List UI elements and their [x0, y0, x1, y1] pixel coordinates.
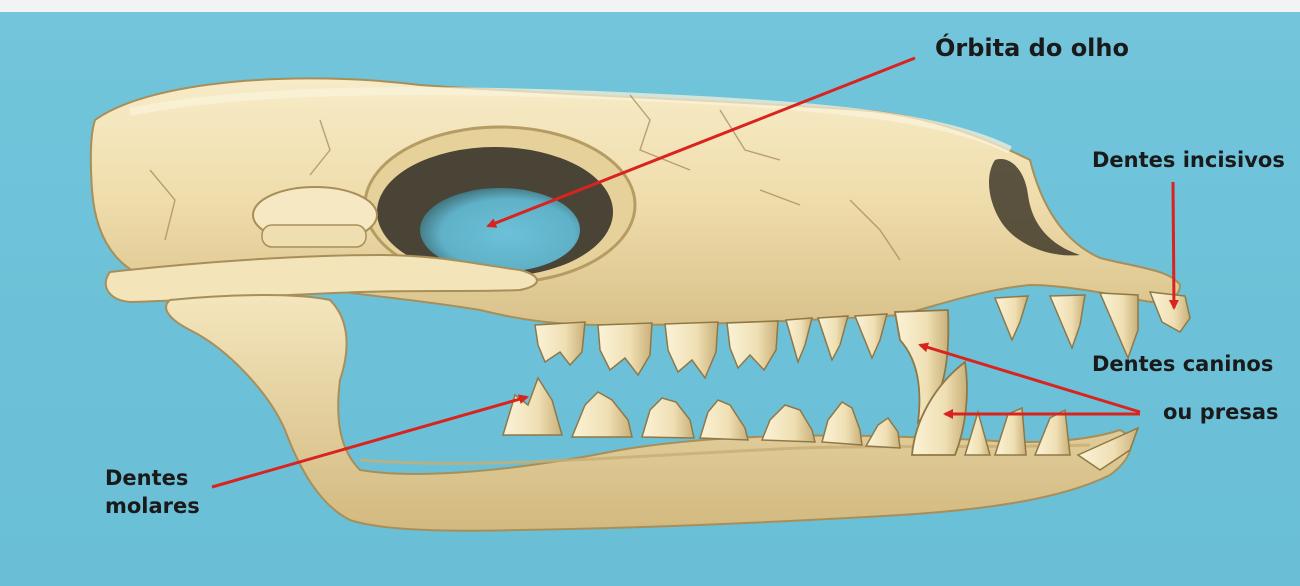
label-presas: ou presas — [1163, 398, 1279, 426]
label-molares-line2: molares — [105, 492, 200, 520]
condyle-neck — [262, 225, 366, 247]
arrow-incisivos — [1173, 182, 1174, 308]
upper-incisors — [995, 292, 1190, 358]
lower-molars — [503, 378, 900, 448]
upper-molars — [535, 321, 778, 378]
label-molares: Dentes molares — [105, 464, 200, 520]
label-molares-line1: Dentes — [105, 464, 200, 492]
label-caninos-line1: Dentes caninos — [1092, 350, 1273, 378]
upper-premolars — [786, 314, 887, 362]
label-incisivos: Dentes incisivos — [1092, 146, 1285, 174]
label-orbita: Órbita do olho — [935, 34, 1129, 62]
label-caninos: Dentes caninos — [1092, 350, 1273, 378]
label-caninos-line2: ou presas — [1163, 398, 1279, 426]
